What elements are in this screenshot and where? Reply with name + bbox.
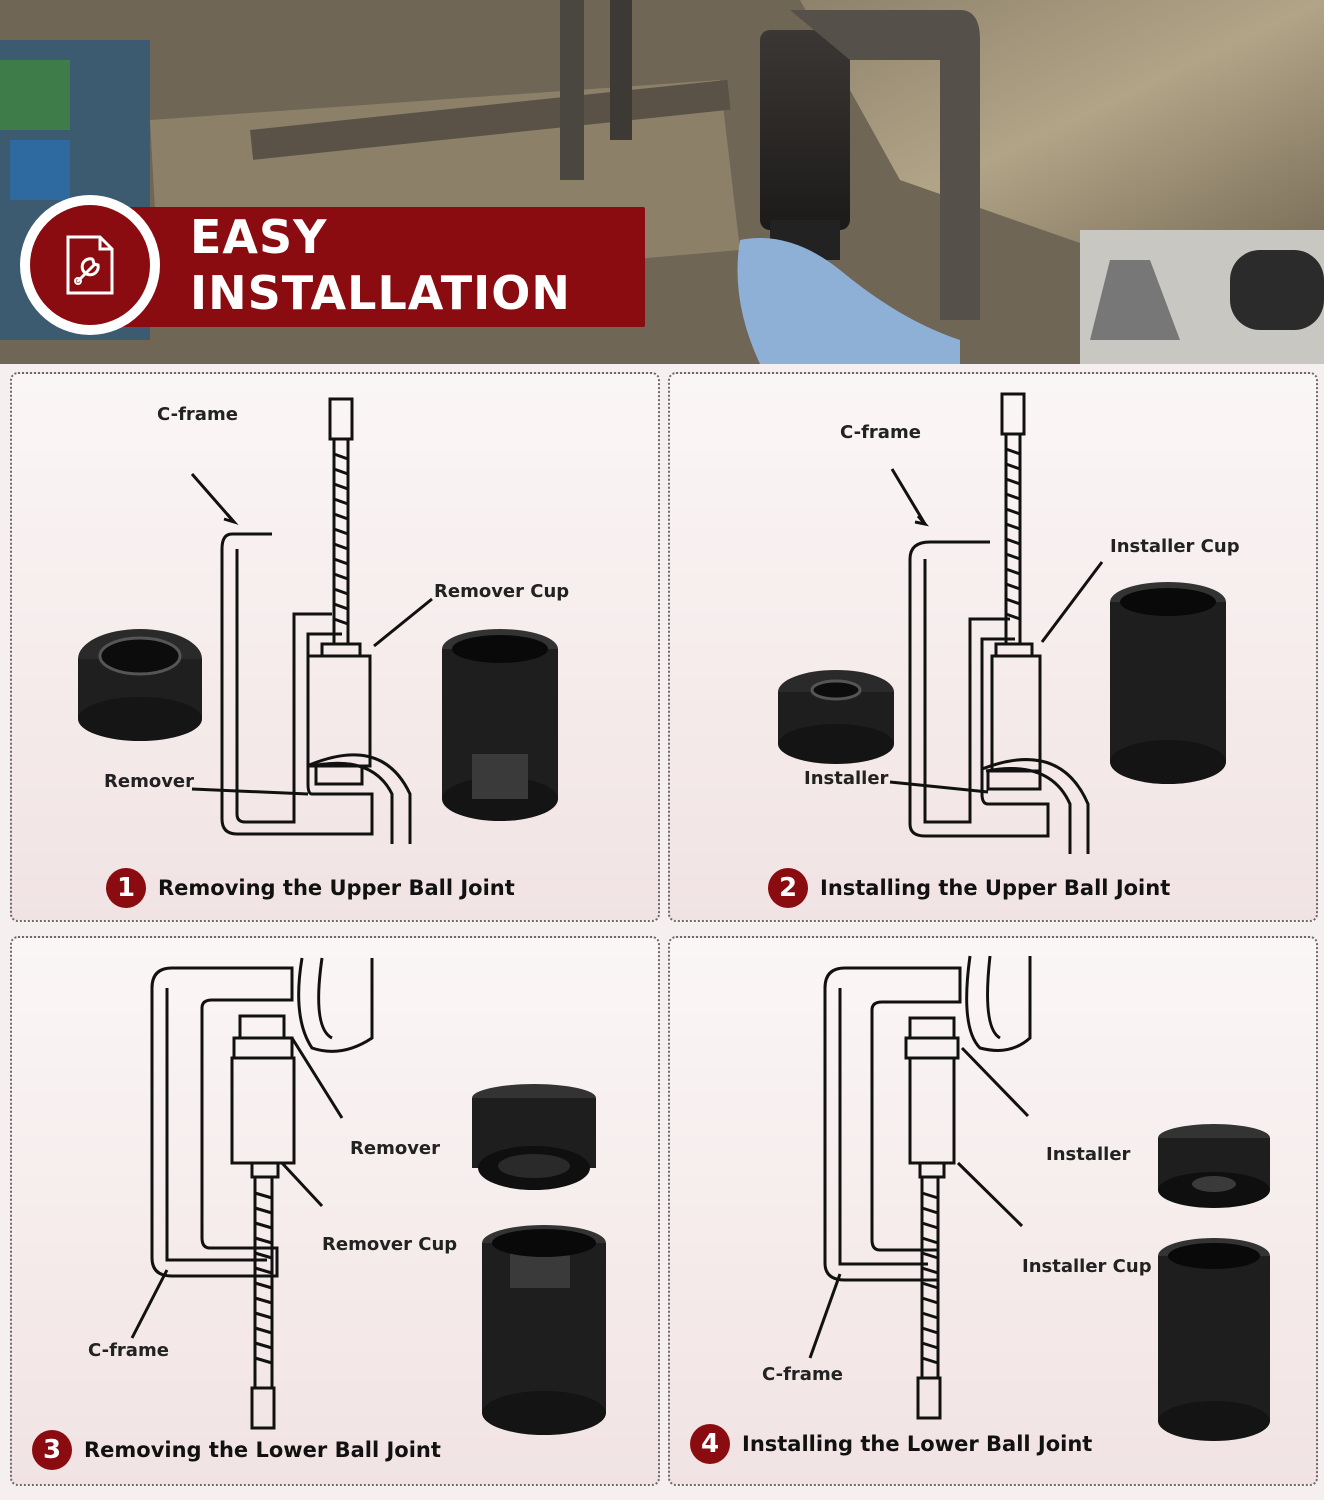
remover-cup-label: Remover Cup <box>434 581 570 602</box>
step-caption-3: 3 Removing the Lower Ball Joint <box>32 1430 441 1470</box>
step-panel-3: Remover Remover Cup C-frame 3 Removing t… <box>10 936 660 1486</box>
lower-removal-diagram <box>130 957 606 1435</box>
step-title: Installing the Lower Ball Joint <box>742 1432 1093 1456</box>
remover-cup-photo <box>442 629 558 821</box>
remover-ring-photo <box>472 1084 596 1190</box>
upper-install-diagram <box>778 392 1226 854</box>
step-title: Removing the Upper Ball Joint <box>158 876 515 900</box>
step-caption-4: 4 Installing the Lower Ball Joint <box>690 1424 1092 1464</box>
c-frame-label: C-frame <box>762 1364 843 1385</box>
step-number-badge: 3 <box>32 1430 72 1470</box>
step-panel-2: C-frame Installer Cup Installer 2 Instal… <box>668 372 1318 922</box>
wrench-document-icon <box>66 235 114 295</box>
step-caption-1: 1 Removing the Upper Ball Joint <box>106 868 515 908</box>
installer-label: Installer <box>1046 1144 1131 1165</box>
installer-cup-label: Installer Cup <box>1022 1256 1152 1277</box>
lower-install-diagram <box>808 955 1270 1441</box>
remover-cup-label: Remover Cup <box>322 1234 458 1255</box>
step-title: Removing the Lower Ball Joint <box>84 1438 441 1462</box>
hero-photo <box>0 0 1324 364</box>
step-number-badge: 1 <box>106 868 146 908</box>
installer-cup-photo <box>1158 1238 1270 1441</box>
installer-ring-photo <box>778 670 894 764</box>
upper-removal-diagram <box>78 397 558 844</box>
remover-label: Remover <box>104 771 195 792</box>
c-frame-label: C-frame <box>157 404 238 425</box>
step-panel-1: C-frame Remover Cup Remover 1 Removing t… <box>10 372 660 922</box>
banner-line-2: INSTALLATION <box>190 266 571 320</box>
remover-label: Remover <box>350 1138 441 1159</box>
banner-bar <box>115 207 645 327</box>
c-frame-label: C-frame <box>840 422 921 443</box>
workshop-photo <box>0 0 1324 364</box>
installer-label: Installer <box>804 768 889 789</box>
installer-cup-photo <box>1110 582 1226 784</box>
remover-cup-photo <box>482 1225 606 1435</box>
c-frame-outline <box>220 532 374 836</box>
step-caption-2: 2 Installing the Upper Ball Joint <box>768 868 1170 908</box>
c-frame-label: C-frame <box>88 1340 169 1361</box>
remover-ring-photo <box>78 629 202 741</box>
step-title: Installing the Upper Ball Joint <box>820 876 1171 900</box>
easy-installation-banner: EASY INSTALLATION <box>20 195 645 335</box>
step-number-badge: 4 <box>690 1424 730 1464</box>
installer-cup-label: Installer Cup <box>1110 536 1240 557</box>
banner-title: EASY INSTALLATION <box>190 209 571 321</box>
banner-line-1: EASY <box>190 210 328 264</box>
banner-badge <box>20 195 160 335</box>
installer-ring-photo <box>1158 1124 1270 1208</box>
step-number-badge: 2 <box>768 868 808 908</box>
step-panel-4: Installer Installer Cup C-frame 4 Instal… <box>668 936 1318 1486</box>
